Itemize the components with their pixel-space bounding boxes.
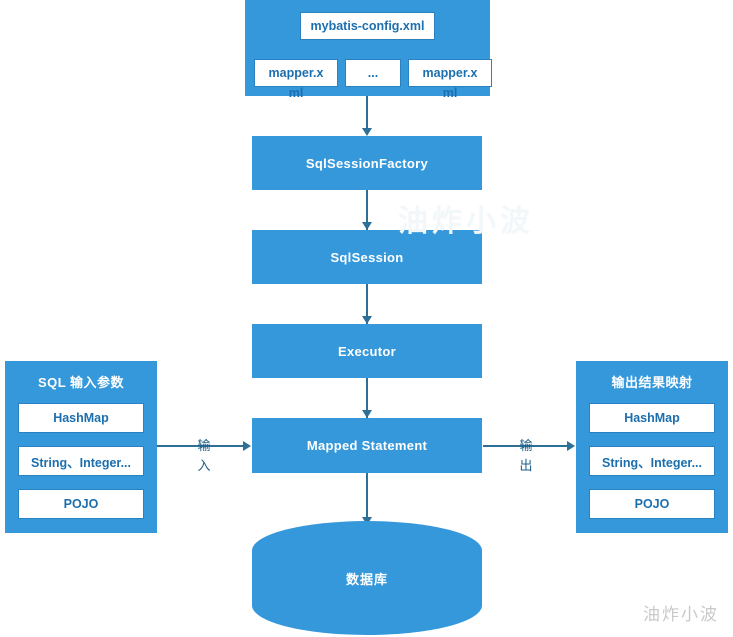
mapper-chip-1[interactable]: mapper.x ml <box>254 59 338 100</box>
output-result-hashmap[interactable]: HashMap <box>589 403 715 433</box>
connector-factory-to-session-arrow <box>362 222 372 230</box>
node-sqlsessionfactory[interactable]: SqlSessionFactory <box>252 136 482 190</box>
flow-label-output: 输出 <box>516 436 536 476</box>
mapper-chip-2-label: mapper.x <box>422 66 478 80</box>
connector-config-to-factory-line <box>366 96 368 132</box>
input-param-pojo[interactable]: POJO <box>18 489 144 519</box>
panel-output-result-mapping-title: 输出结果映射 <box>611 375 693 390</box>
node-database[interactable]: 数据库 <box>252 521 482 635</box>
panel-sql-input-params-title: SQL 输入参数 <box>37 375 125 390</box>
node-mapped-statement-label: Mapped Statement <box>306 438 428 453</box>
connector-input-to-mapped-line <box>157 445 245 447</box>
input-param-pojo-label: POJO <box>63 497 99 511</box>
node-sqlsession[interactable]: SqlSession <box>252 230 482 284</box>
input-param-string-integer[interactable]: String、Integer... <box>18 446 144 476</box>
mapper-chip-ellipsis[interactable]: ... <box>345 59 401 87</box>
connector-mapped-to-output-arrow <box>567 441 575 451</box>
node-executor[interactable]: Executor <box>252 324 482 378</box>
output-result-pojo[interactable]: POJO <box>589 489 715 519</box>
panel-sql-input-params: SQL 输入参数 HashMap String、Integer... POJO <box>5 361 157 533</box>
connector-config-to-factory-arrow <box>362 128 372 136</box>
panel-output-result-mapping: 输出结果映射 HashMap String、Integer... POJO <box>576 361 728 533</box>
connector-executor-to-mapped-arrow <box>362 410 372 418</box>
output-result-string-integer[interactable]: String、Integer... <box>589 446 715 476</box>
mapper-chip-ellipsis-label: ... <box>367 66 379 80</box>
connector-mapped-to-db-line <box>366 473 368 525</box>
flow-label-input-text: 输入 <box>197 438 211 473</box>
connector-session-to-executor-arrow <box>362 316 372 324</box>
output-result-hashmap-label: HashMap <box>624 411 680 425</box>
node-database-label: 数据库 <box>345 571 388 587</box>
connector-executor-to-mapped-line <box>366 378 368 420</box>
output-result-pojo-label: POJO <box>634 497 670 511</box>
connector-factory-to-session-line <box>366 190 368 234</box>
watermark-faint: 油炸小波 <box>398 205 534 238</box>
config-container-block: mybatis-config.xml mapper.x ml ... mappe… <box>245 0 492 100</box>
mapper-chip-1-label: mapper.x <box>268 66 324 80</box>
node-sqlsessionfactory-label: SqlSessionFactory <box>305 155 429 171</box>
config-file-label: mybatis-config.xml <box>310 19 425 33</box>
node-sqlsession-label: SqlSession <box>330 249 404 265</box>
config-file-chip[interactable]: mybatis-config.xml <box>300 12 435 40</box>
connector-mapped-to-output-line <box>483 445 571 447</box>
node-mapped-statement[interactable]: Mapped Statement <box>252 418 482 473</box>
mapper-chip-2[interactable]: mapper.x ml <box>408 59 492 100</box>
input-param-hashmap[interactable]: HashMap <box>18 403 144 433</box>
mapper-chip-1-overflow: ml <box>288 86 304 100</box>
input-param-string-integer-label: String、Integer... <box>30 455 131 470</box>
flow-label-output-text: 输出 <box>519 438 533 473</box>
connector-session-to-executor-line <box>366 284 368 328</box>
node-executor-label: Executor <box>337 343 397 359</box>
mapper-chip-2-overflow: ml <box>442 86 458 100</box>
input-param-hashmap-label: HashMap <box>53 411 109 425</box>
output-result-string-integer-label: String、Integer... <box>601 455 702 470</box>
flow-label-input: 输入 <box>194 436 214 476</box>
connector-input-to-mapped-arrow <box>243 441 251 451</box>
watermark-main: 油炸小波 <box>643 605 719 624</box>
